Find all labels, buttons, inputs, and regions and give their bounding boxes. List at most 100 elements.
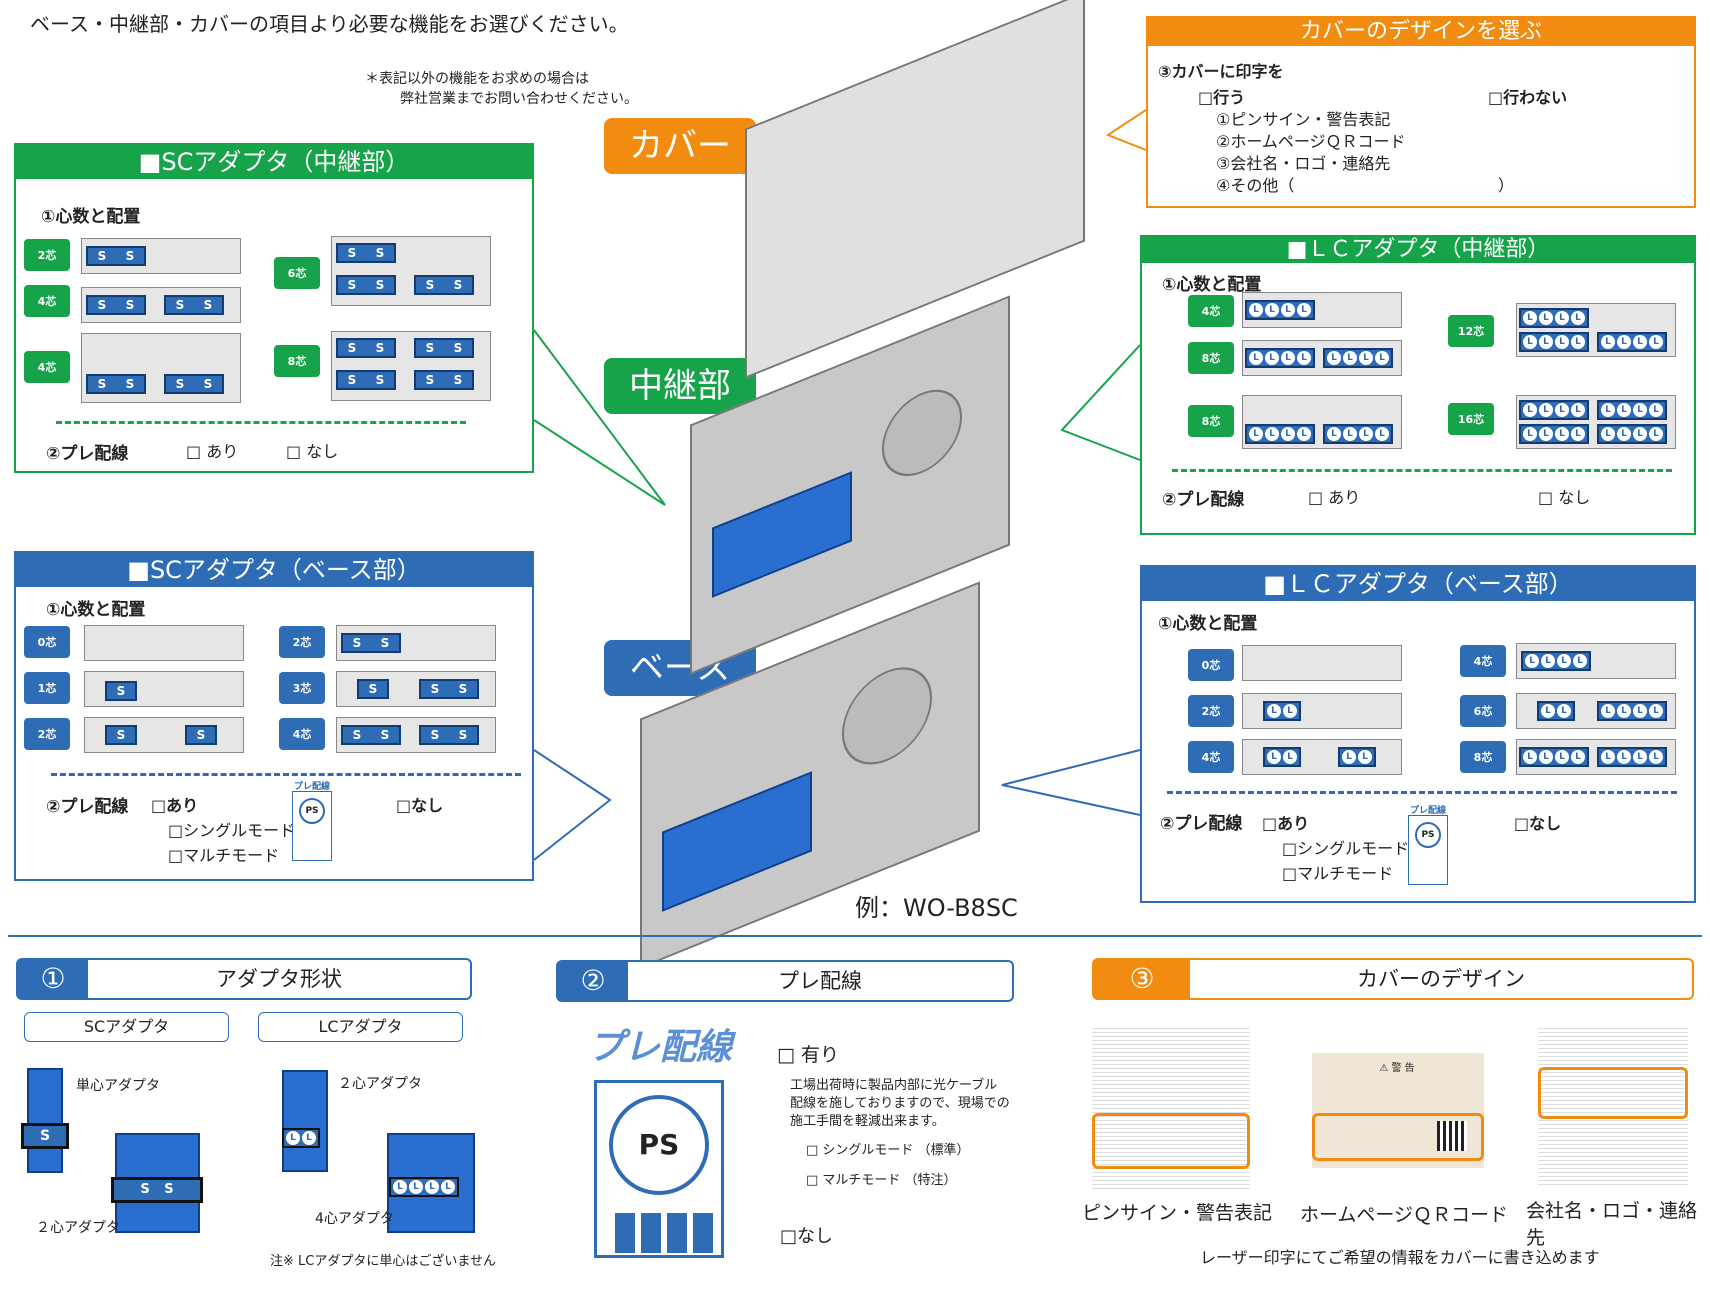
section-3-header: ③ カバーのデザイン bbox=[1092, 958, 1694, 1000]
callout-pointers bbox=[533, 109, 1147, 861]
tag-0core: 0芯 bbox=[1188, 649, 1234, 681]
tag-4core: 4芯 bbox=[1188, 295, 1234, 327]
slot bbox=[1242, 645, 1402, 681]
section-1-header: ① アダプタ形状 bbox=[16, 958, 472, 1000]
note-line-2: 弊社営業までお問い合わせください。 bbox=[400, 91, 638, 107]
sc-adapter-label: SCアダプタ bbox=[24, 1012, 229, 1042]
lc-base-no-checkbox[interactable]: □なし bbox=[1514, 814, 1562, 833]
single-adapter-image: S bbox=[21, 1068, 69, 1173]
lc-relay-title: ■ＬＣアダプタ（中継部） bbox=[1142, 237, 1694, 263]
tag-2core: 2芯 bbox=[1188, 695, 1234, 727]
cover-design-panel: カバーのデザインを選ぶ ③カバーに印字を □行う □行わない ①ピンサイン・警告… bbox=[1146, 16, 1696, 208]
cover-footnote: レーザー印字にてご希望の情報をカバーに書き込めます bbox=[1200, 1248, 1600, 1267]
tag-16core: 16芯 bbox=[1448, 403, 1494, 435]
tag-4core-b: 4芯 bbox=[1460, 645, 1506, 677]
single-adapter-label: 単心アダプタ bbox=[76, 1078, 160, 1094]
tag-3core: 3芯 bbox=[279, 672, 325, 704]
sc-base-sec1: ①心数と配置 bbox=[46, 600, 146, 620]
section-2-header: ② プレ配線 bbox=[556, 960, 1014, 1002]
lc-base-yes-checkbox[interactable]: □あり bbox=[1262, 814, 1310, 833]
double-adapter-label: ２心アダプタ bbox=[36, 1220, 120, 1236]
relay-label: 中継部 bbox=[604, 358, 756, 414]
slot bbox=[84, 625, 244, 661]
lc-relay-sec2: ②プレ配線 bbox=[1162, 490, 1245, 510]
cover-caption-3: 会社名・ロゴ・連絡先 bbox=[1526, 1200, 1698, 1249]
cover-design-title: カバーのデザインを選ぶ bbox=[1148, 18, 1694, 46]
tag-4core: 4芯 bbox=[1188, 741, 1234, 773]
divider bbox=[1167, 791, 1677, 794]
pre-wiring-single-checkbox[interactable]: □ シングルモード （標準） bbox=[806, 1143, 970, 1158]
sc-relay-yes-checkbox[interactable]: □ あり bbox=[186, 442, 239, 461]
sc-base-yes-checkbox[interactable]: □あり bbox=[151, 796, 199, 815]
note-line-1: ＊表記以外の機能をお求めの場合は bbox=[365, 71, 589, 87]
sc-base-no-checkbox[interactable]: □なし bbox=[396, 796, 444, 815]
cover-opt-4-end: ） bbox=[1498, 176, 1515, 195]
tag-8core: 8芯 bbox=[1188, 342, 1234, 374]
lc-relay-no-checkbox[interactable]: □ なし bbox=[1538, 488, 1591, 507]
cover-opt-4: ④その他（ bbox=[1216, 176, 1295, 195]
pre-wiring-multi-checkbox[interactable]: □ マルチモード （特注） bbox=[806, 1173, 957, 1188]
ps-logo-box: PS bbox=[594, 1080, 724, 1258]
tag-12core: 12芯 bbox=[1448, 315, 1494, 347]
section-2-number: ② bbox=[558, 962, 628, 1000]
tag-2core-b: 2芯 bbox=[279, 626, 325, 658]
pre-wiring-yes-checkbox[interactable]: □ 有り bbox=[777, 1044, 839, 1066]
sc-relay-sec2: ②プレ配線 bbox=[46, 444, 129, 464]
lc-note: 注※ LCアダプタに単心はございません bbox=[270, 1254, 496, 1269]
cover-opt-2: ②ホームページＱＲコード bbox=[1216, 132, 1406, 151]
cover-dont-checkbox[interactable]: □行わない bbox=[1488, 88, 1568, 107]
divider bbox=[51, 773, 521, 776]
lc-2core-label: ２心アダプタ bbox=[338, 1076, 422, 1092]
cover-opt-3: ③会社名・ロゴ・連絡先 bbox=[1216, 154, 1391, 173]
pre-wiring-desc-2: 配線を施しておりますので、現場での bbox=[790, 1096, 1010, 1111]
tag-6core: 6芯 bbox=[1460, 695, 1506, 727]
tag-0core: 0芯 bbox=[24, 626, 70, 658]
pre-wiring-no-checkbox[interactable]: □なし bbox=[780, 1226, 834, 1247]
lc-base-multi-checkbox[interactable]: □マルチモード bbox=[1282, 864, 1394, 883]
cover-sec3: ③カバーに印字を bbox=[1158, 62, 1284, 81]
sc-base-title: ■SCアダプタ（ベース部） bbox=[16, 553, 532, 587]
sc-base-sec2: ②プレ配線 bbox=[46, 797, 129, 817]
sc-base-single-checkbox[interactable]: □シングルモード bbox=[168, 821, 296, 840]
cover-do-checkbox[interactable]: □行う bbox=[1198, 88, 1246, 107]
tag-6core: 6芯 bbox=[274, 257, 320, 289]
cover-caption-2: ホームページＱＲコード bbox=[1300, 1204, 1509, 1226]
tag-1core: 1芯 bbox=[24, 672, 70, 704]
sc-relay-no-checkbox[interactable]: □ なし bbox=[286, 442, 339, 461]
cover-opt-1: ①ピンサイン・警告表記 bbox=[1216, 110, 1391, 129]
lc-relay-yes-checkbox[interactable]: □ あり bbox=[1308, 488, 1361, 507]
tag-4core: 4芯 bbox=[24, 351, 70, 383]
instruction-text: ベース・中継部・カバーの項目より必要な機能をお選びください。 bbox=[30, 12, 629, 36]
cover-sample-1 bbox=[1092, 1025, 1250, 1190]
cover-label: カバー bbox=[604, 118, 756, 174]
tag-8core: 8芯 bbox=[1460, 741, 1506, 773]
lc-base-sec1: ①心数と配置 bbox=[1158, 614, 1258, 634]
slot: S bbox=[84, 671, 244, 707]
lc-base-single-checkbox[interactable]: □シングルモード bbox=[1282, 839, 1410, 858]
tag-2core: 2芯 bbox=[24, 718, 70, 750]
section-separator bbox=[8, 935, 1702, 937]
divider bbox=[56, 421, 466, 424]
double-adapter-image: S S bbox=[111, 1133, 203, 1233]
lc-base-sec2: ②プレ配線 bbox=[1160, 814, 1243, 834]
sc-base-multi-checkbox[interactable]: □マルチモード bbox=[168, 846, 280, 865]
tag-2core: 2芯 bbox=[24, 239, 70, 271]
